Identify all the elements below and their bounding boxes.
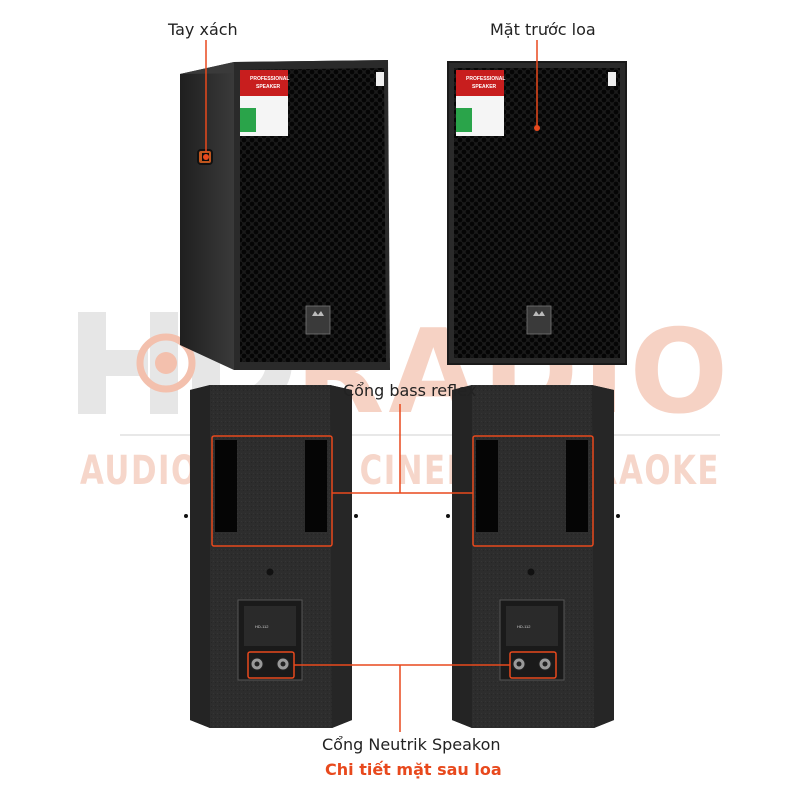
badge-line2-left: SPEAKER [256, 84, 281, 90]
caption-label: Chi tiết mặt sau loa [325, 760, 502, 779]
model-left: HD-112 [255, 624, 269, 629]
front-label: Mặt trước loa [490, 20, 596, 39]
bass-port-label: Cổng bass reflex [343, 381, 477, 400]
badge-line1-left: PROFESSIONAL [250, 76, 289, 82]
badge-line1-right: PROFESSIONAL [466, 76, 505, 82]
badge-line2-right: SPEAKER [472, 84, 497, 90]
front-speaker-left: PROFESSIONAL SPEAKER [180, 60, 390, 370]
rear-speaker-right: HD-112 [446, 385, 620, 728]
handle-label: Tay xách [168, 20, 238, 39]
callout-lines [203, 40, 594, 732]
speakon-label: Cổng Neutrik Speakon [322, 735, 501, 754]
rear-speaker-left: HD-112 [184, 385, 358, 728]
model-right: HD-112 [517, 624, 531, 629]
